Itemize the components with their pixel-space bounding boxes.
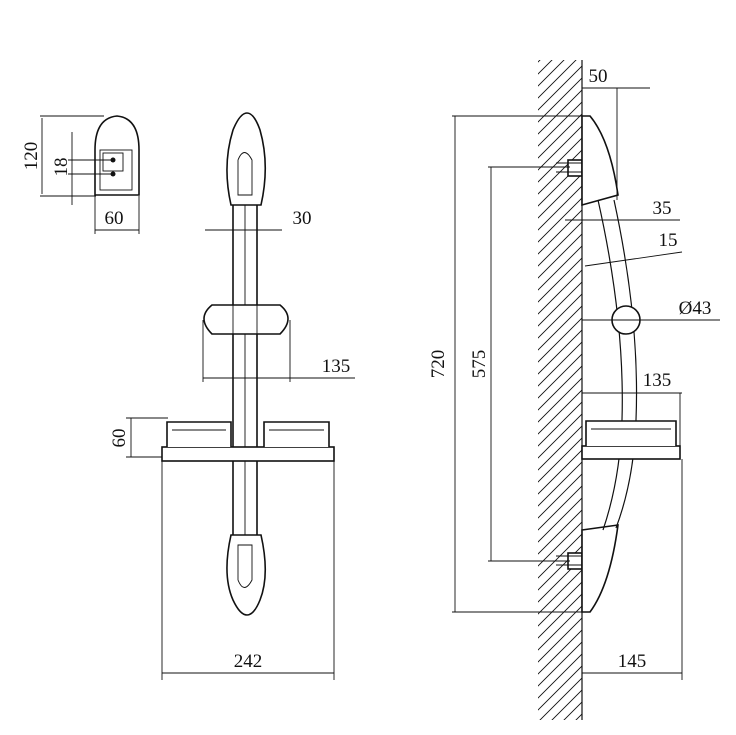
slider xyxy=(203,304,289,335)
dimension-wall-offset-top: 50 xyxy=(589,66,608,87)
dimension-holder-height: 120 xyxy=(21,142,42,171)
side-dish-rim xyxy=(585,420,677,446)
side-bottom-bracket xyxy=(581,524,619,613)
dimension-ball-diameter: Ø43 xyxy=(679,298,712,319)
dimension-total-height: 720 xyxy=(428,350,449,379)
holder-body xyxy=(94,115,140,196)
curved-rail xyxy=(597,199,623,531)
holder-detail-view: 120 18 60 xyxy=(21,115,140,234)
soap-dish-base xyxy=(161,446,335,462)
dimension-holder-width: 60 xyxy=(105,208,124,229)
dimension-side-offset-15: 15 xyxy=(659,230,678,251)
holder-inner-recess xyxy=(102,152,124,172)
dimension-slider-width: 135 xyxy=(322,356,351,377)
front-view: 30 135 60 242 xyxy=(109,112,355,680)
side-dish-base xyxy=(581,445,681,460)
dimension-holder-hole-spacing: 18 xyxy=(51,158,72,177)
holder-plate xyxy=(99,149,133,191)
dimension-mount-spacing: 575 xyxy=(469,350,490,379)
bottom-bracket xyxy=(226,534,267,616)
top-bracket xyxy=(226,112,267,206)
dimension-total-depth: 145 xyxy=(618,651,647,672)
dimension-rail-diameter: 30 xyxy=(293,208,312,229)
side-view: 50 35 15 Ø43 720 575 135 145 xyxy=(428,60,720,720)
side-top-bracket xyxy=(581,115,619,207)
wall-hatching xyxy=(538,60,582,720)
soap-dish-right-rim xyxy=(263,421,330,447)
dimension-dish-depth: 135 xyxy=(643,370,672,391)
soap-dish-left-rim xyxy=(166,421,232,447)
dimension-dish-width: 242 xyxy=(234,651,263,672)
dimension-side-offset-35: 35 xyxy=(653,198,672,219)
dimension-dish-height: 60 xyxy=(109,429,130,448)
